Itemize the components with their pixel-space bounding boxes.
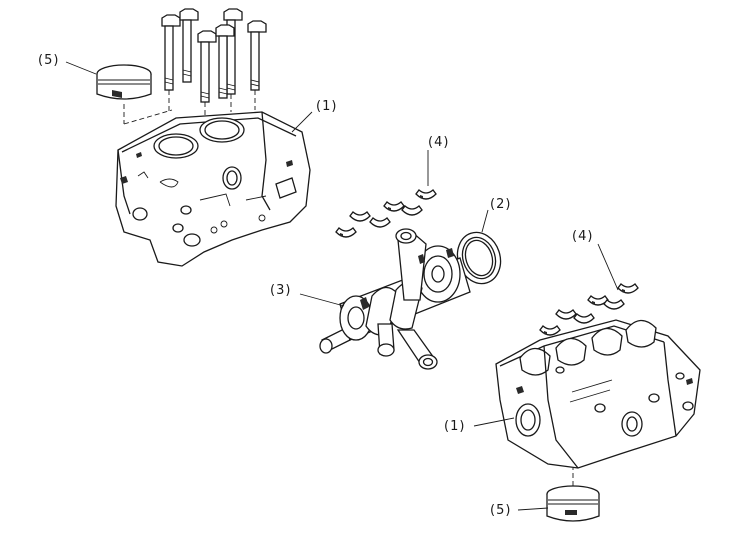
bearing-shell: [555, 309, 577, 320]
bearing-set-lower: [539, 283, 639, 336]
bearing-set-upper: [335, 189, 437, 238]
engine-block-lower: [495, 319, 701, 469]
bearing-shell: [603, 299, 625, 310]
engine-block-upper: [115, 111, 311, 267]
bearing-shell: [539, 325, 561, 336]
callout-bearings-upper: (4): [428, 135, 449, 150]
bearing-shell: [349, 211, 371, 222]
bolt: [161, 14, 181, 91]
bolt-group: [161, 8, 267, 118]
bolt: [247, 20, 267, 91]
crankshaft: [319, 228, 471, 370]
connecting-rod: [396, 329, 438, 370]
bearing-shell: [335, 227, 357, 238]
bolt: [215, 24, 235, 99]
callout-piston-upper: (5): [38, 53, 59, 68]
callout-block-lower: (1): [444, 419, 465, 434]
connecting-rod: [377, 323, 395, 357]
bolt: [223, 8, 243, 95]
piston-upper: [96, 64, 173, 125]
bearing-shell: [617, 283, 639, 294]
bearing-shell: [415, 189, 437, 200]
bolt: [197, 30, 217, 103]
callout-piston-lower: (5): [490, 503, 511, 518]
bearing-shell: [369, 217, 391, 228]
callout-crankshaft: (3): [270, 283, 291, 298]
piston-lower: [546, 468, 600, 522]
callout-oil-seal: (2): [490, 197, 511, 212]
bearing-shell: [401, 205, 423, 216]
leader-lines: [65, 61, 619, 511]
bolt: [179, 8, 199, 83]
bearing-shell: [383, 201, 405, 212]
callout-bearings-lower: (4): [572, 229, 593, 244]
connecting-rod: [395, 228, 427, 301]
callout-block-upper: (1): [316, 99, 337, 114]
bearing-shell: [573, 313, 595, 324]
